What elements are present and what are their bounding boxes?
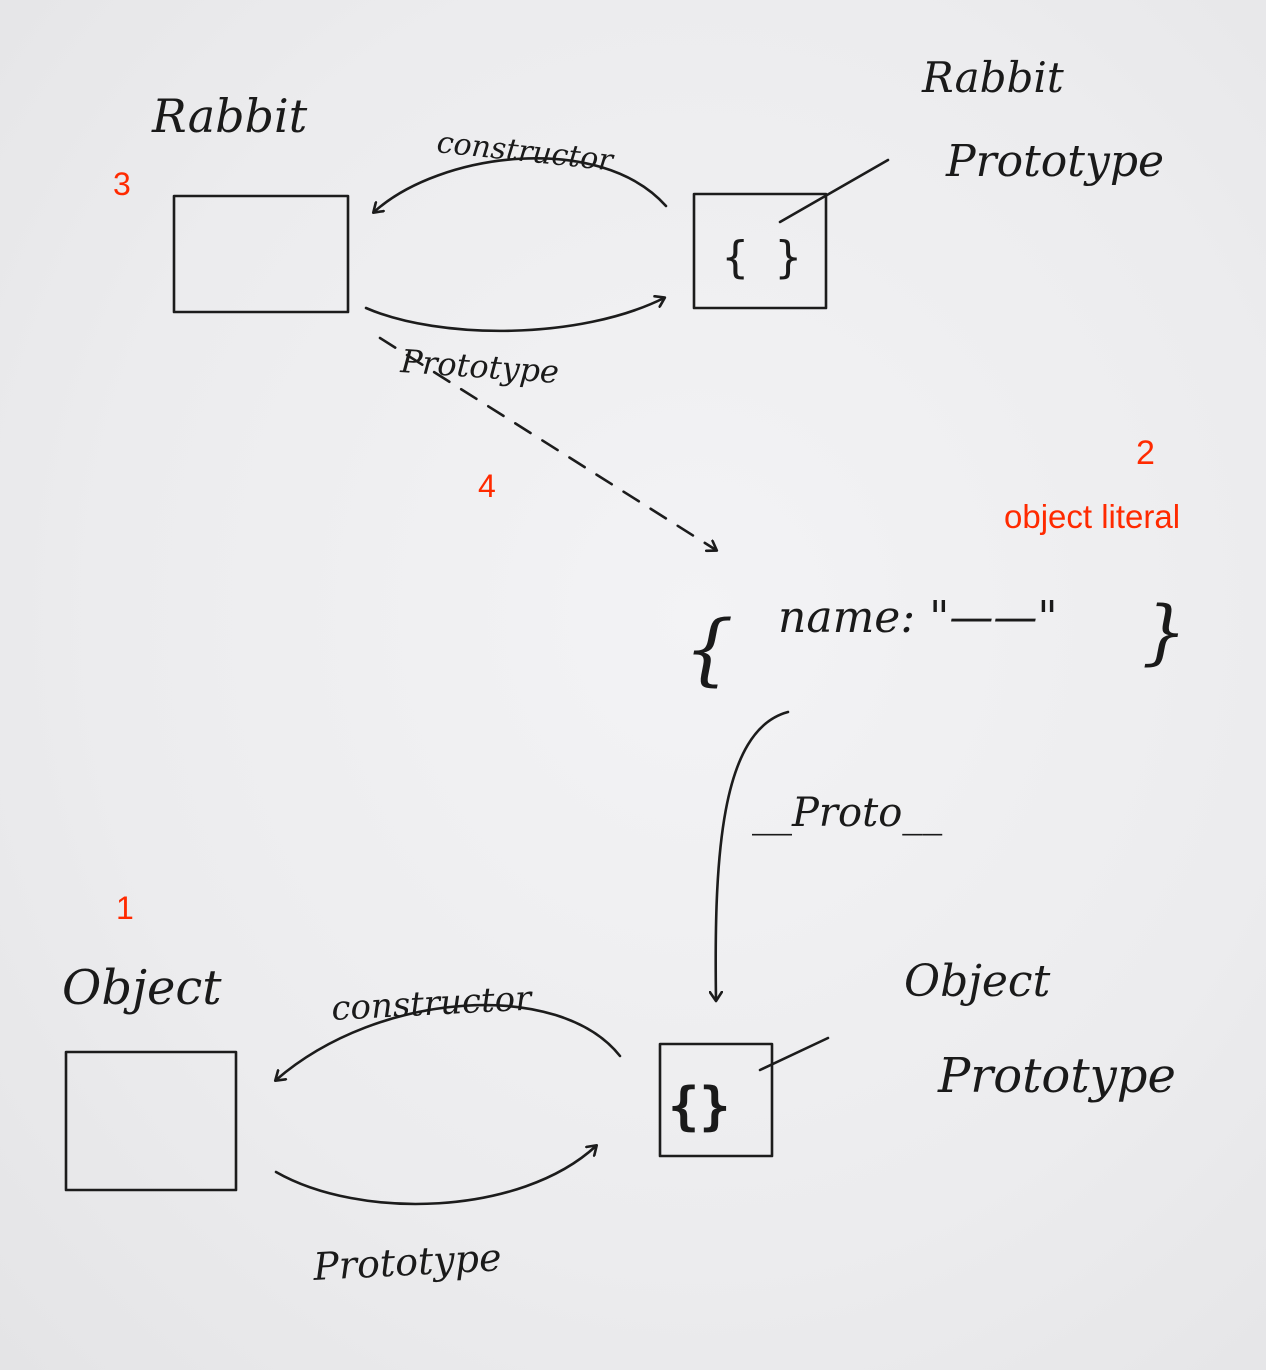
annotation-number-4: 4 [478, 468, 496, 504]
object-prototype-title-line2: Prototype [937, 1048, 1176, 1104]
object-literal-close-brace: } [1142, 591, 1187, 673]
rabbit-prototype-title-line2: Prototype [945, 136, 1164, 187]
annotation-number-2: 2 [1136, 434, 1155, 472]
object-prototype-content: {} [668, 1077, 731, 1137]
rabbit-box [172, 194, 350, 314]
object-prototype-title-line1: Object [904, 956, 1051, 1007]
rabbit-to-literal-dashed-arrow [378, 336, 716, 550]
object-prototype-arrow [274, 1146, 596, 1206]
annotation-number-3: 3 [113, 166, 131, 202]
rabbit-prototype-arrow [364, 298, 664, 333]
object-constructor-label: constructor [330, 978, 534, 1029]
rabbit-prototype-content: { } [722, 232, 801, 283]
rabbit-prototype-pointer-line [778, 158, 890, 224]
object-prototype-box [658, 1042, 774, 1158]
object-prototype-pointer-line [758, 1036, 830, 1072]
object-title: Object [62, 960, 222, 1016]
annotation-object-literal-caption: object literal [1004, 498, 1181, 535]
object-prototype-label: Prototype [311, 1235, 502, 1289]
object-literal-open-brace: { [684, 605, 734, 695]
object-literal-body: name: "——" [778, 592, 1058, 643]
rabbit-prototype-title-line1: Rabbit [921, 53, 1064, 102]
object-constructor-arrow [276, 1003, 622, 1080]
annotation-number-1: 1 [116, 890, 134, 926]
proto-link-arrow [716, 710, 790, 1000]
object-box [64, 1050, 238, 1192]
rabbit-title: Rabbit [151, 89, 308, 143]
rabbit-prototype-label: Prototype [398, 342, 560, 391]
rabbit-constructor-label: constructor [435, 125, 616, 178]
rabbit-constructor-arrow [374, 157, 668, 212]
proto-link-label: __Proto__ [752, 790, 942, 836]
rabbit-prototype-box [692, 192, 828, 310]
